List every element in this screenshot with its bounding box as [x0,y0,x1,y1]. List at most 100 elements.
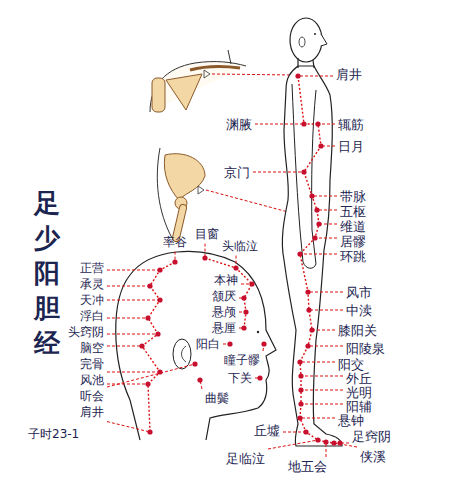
leader-line [312,330,335,331]
acupoint-dot [241,325,246,330]
acupoint-dot [298,401,303,406]
acupoint-dot [301,121,306,126]
acupoint-label: 头窍阴 [68,326,104,339]
leader-line [301,376,343,377]
leader-line [315,238,337,239]
leader-line [107,286,150,287]
acupoint-dot [306,307,311,312]
acupoint-label: 完骨 [80,358,104,371]
leader-line [308,346,343,347]
acupoint-label: 风池 [80,374,104,387]
acupoint-dot [145,381,150,386]
leader-line [107,300,160,301]
leader-line [107,372,160,373]
acupoint-dot [249,281,254,286]
acupoint-dot [202,255,207,260]
time-note: 子时23-1 [28,428,79,441]
acupoint-dot [337,440,342,445]
acupoint-dot [261,341,266,346]
acupoint-dot [303,429,308,434]
acupoint-dot [305,289,310,294]
acupoint-dot [316,221,321,226]
acupoint-dot [145,315,150,320]
leader-line [300,362,335,363]
meridian-path [298,76,340,443]
acupoint-label: 阳白 [196,338,220,351]
acupoint-dot [233,265,238,270]
leader-line [301,390,343,391]
leader-line [255,124,304,125]
meridian-path [205,258,252,328]
leader-line [308,292,343,293]
acupoint-label: 丘墟 [254,424,280,438]
acupoint-label: 光明 [346,386,372,400]
acupoint-label: 风市 [346,286,372,300]
acupoint-label: 瞳子髎 [224,354,260,367]
acupoint-label: 肩井 [336,68,362,82]
acupoint-dot [192,361,197,366]
acupoint-label: 外丘 [346,372,372,386]
acupoint-dot [147,283,152,288]
acupoint-dot [315,437,320,442]
leader-line [312,196,337,197]
leader-line [107,384,148,385]
acupoint-label: 日月 [338,140,364,154]
acupoint-dot [305,343,310,348]
acupoint-label: 足窍阴 [352,430,391,444]
acupoint-dot [172,259,177,264]
leader-line [107,334,158,335]
acupoint-label: 曲鬓 [205,392,229,405]
acupoint-label: 悬颅 [212,306,236,319]
acupoint-dot [147,429,152,434]
acupoint-label: 下关 [228,372,252,385]
acupoint-dot [139,343,144,348]
leader-line [253,172,304,173]
acupoint-label: 率谷 [163,236,187,249]
leader-line [317,210,337,211]
acupoint-dot [295,73,300,78]
leader-line [319,224,337,225]
acupoint-dot [298,373,303,378]
acupoint-dot [314,207,319,212]
shoulder-inset [150,50,294,112]
leader-line [107,422,150,432]
acupoint-dot [157,369,162,374]
acupoint-dot [157,267,162,272]
acupoint-dot [318,143,323,148]
acupoint-label: 头临泣 [222,240,258,253]
diagram-title: 足少阳胆经 [34,186,60,361]
leader-line [268,440,318,449]
leader-line [107,318,148,319]
acupoint-dot [243,309,248,314]
acupoint-dot [257,375,262,380]
acupoint-dot [241,295,246,300]
acupoint-label: 听会 [80,390,104,403]
acupoint-label: 五枢 [340,205,366,219]
acupoint-label: 悬钟 [338,414,364,428]
leader-line [300,418,335,419]
acupoint-label: 阳交 [338,358,364,372]
acupoint-label: 天冲 [80,294,104,307]
leader-line [107,346,142,347]
acupoint-dot [227,341,232,346]
acupoint-label: 侠溪 [360,450,386,464]
acupoint-dot [312,235,317,240]
acupoint-label: 正营 [80,262,104,275]
acupoint-dot [197,377,202,382]
acupoint-label: 本神 [214,274,238,287]
leader-line [107,270,160,271]
acupoint-label: 带脉 [340,190,366,204]
acupoint-dot [301,169,306,174]
acupoint-dot [331,440,336,445]
hip-inset [157,148,288,238]
acupoint-label: 承灵 [80,278,104,291]
acupoint-dot [157,297,162,302]
acupoint-label: 肩井 [80,406,104,419]
acupoint-dot [309,327,314,332]
acupoint-label: 渊腋 [226,118,252,132]
leader-line [301,404,343,405]
acupoint-dot [297,251,302,256]
acupoint-label: 脑空 [80,342,104,355]
acupoint-label: 颔厌 [212,290,236,303]
